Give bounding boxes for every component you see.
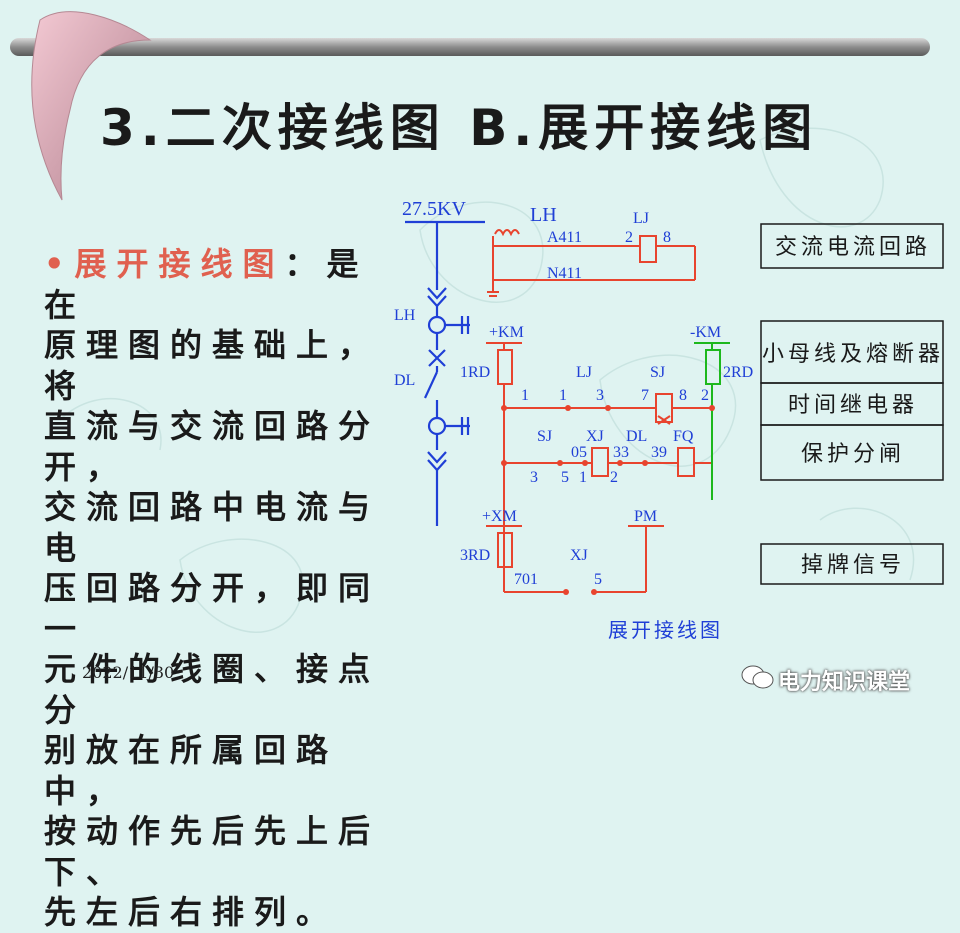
n411-label: N411 — [547, 265, 582, 282]
bullet-line: 按动作先后先上后下、 — [44, 812, 381, 891]
wiring-diagram: 27.5KV LH LJ A411 2 8 N411 LH DL +KM -KM… — [394, 198, 944, 642]
rd3-label: 3RD — [460, 547, 490, 564]
bullet-dot: • — [44, 245, 75, 283]
slide-date: 2022/11/30 — [82, 663, 175, 682]
dl-mid-label: DL — [626, 428, 647, 445]
contact-dots — [501, 405, 715, 595]
box-label: 时间继电器 — [788, 393, 918, 418]
node-1c-label: 1 — [579, 469, 587, 486]
xj-mid-label: XJ — [586, 428, 604, 445]
bullet-line: 别放在所属回路中， — [44, 731, 339, 810]
node-7-label: 7 — [641, 387, 649, 404]
slide-title: 3.二次接线图 B.展开接线图 — [100, 99, 819, 157]
voltage-label: 27.5KV — [402, 198, 466, 220]
dl-left-label: DL — [394, 372, 415, 389]
ac-current-circuit — [487, 229, 696, 297]
a411-label: A411 — [547, 229, 582, 246]
bullet-line: 交流回路中电流与电 — [44, 488, 381, 567]
bullet-line: 元件的线圈、接点分 — [44, 650, 381, 729]
node-1a-label: 1 — [521, 387, 529, 404]
box-label: 交流电流回路 — [775, 235, 931, 260]
watermark-text: 电力知识课堂 — [778, 670, 911, 695]
node-2b-label: 2 — [701, 387, 709, 404]
ac-current-box — [760, 223, 944, 269]
plus-km-label: +KM — [489, 324, 524, 341]
rd1-label: 1RD — [460, 364, 490, 381]
rd2-label: 2RD — [723, 364, 753, 381]
node-05-label: 05 — [571, 444, 587, 461]
sj-top-label: SJ — [650, 364, 665, 381]
node-8b-label: 8 — [679, 387, 687, 404]
lh-top-label: LH — [530, 204, 557, 226]
bullet-line: 直流与交流回路分开， — [44, 407, 381, 486]
fq-label: FQ — [673, 428, 694, 445]
node-39-label: 39 — [651, 444, 667, 461]
dc-control-circuit — [486, 342, 712, 593]
node-2-label: 2 — [625, 229, 633, 246]
signal-box — [760, 543, 944, 585]
node-3b-label: 3 — [530, 469, 538, 486]
node-33-label: 33 — [613, 444, 629, 461]
lj-mid-label: LJ — [576, 364, 592, 381]
node-5a-label: 5 — [561, 469, 569, 486]
box-label: 小母线及熔断器 — [762, 342, 944, 367]
primary-circuit — [405, 220, 485, 526]
negative-bus-circuit — [694, 342, 730, 500]
diagram-caption: 展开接线图 — [608, 618, 723, 642]
lh-left-label: LH — [394, 307, 416, 324]
bullet-line: 原理图的基础上，将 — [44, 326, 381, 405]
minus-km-label: -KM — [690, 324, 721, 341]
node-2c-label: 2 — [610, 469, 618, 486]
node-3-label: 3 — [596, 387, 604, 404]
bullet-line: 压回路分开，即同一 — [44, 569, 381, 648]
node-1b-label: 1 — [559, 387, 567, 404]
trip-box — [760, 424, 944, 481]
pm-label: PM — [634, 508, 657, 525]
plus-xm-label: +XM — [482, 508, 517, 525]
node-701-label: 701 — [514, 571, 538, 588]
box-label: 掉牌信号 — [801, 553, 905, 578]
background-pattern — [10, 11, 930, 633]
bullet-line: ：是在 — [44, 245, 369, 324]
wechat-icon — [741, 665, 774, 689]
xj-low-label: XJ — [570, 547, 588, 564]
node-5b-label: 5 — [594, 571, 602, 588]
lj-top-label: LJ — [633, 210, 649, 227]
box-label: 保护分闸 — [801, 442, 905, 467]
bullet-heading: 展开接线图 — [74, 245, 285, 283]
sj-low-label: SJ — [537, 428, 552, 445]
node-8-label: 8 — [663, 229, 671, 246]
bullet-line: 先左后右排列。 — [44, 893, 339, 931]
